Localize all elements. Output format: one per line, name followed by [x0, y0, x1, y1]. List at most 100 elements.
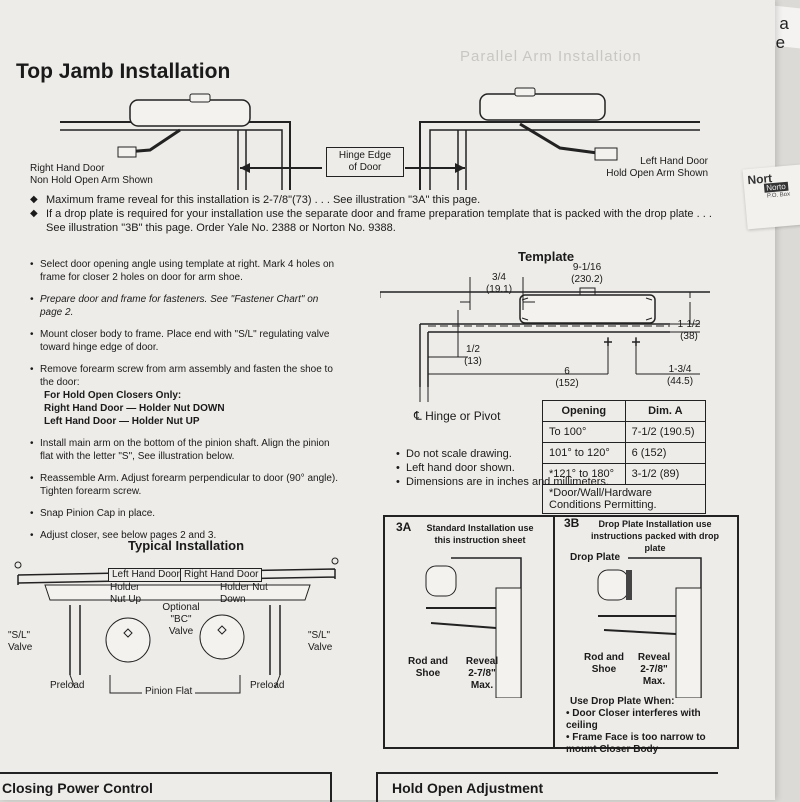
panel-3b-reveal-label: Reveal 2-7/8" Max.	[637, 652, 671, 687]
panel-3b-tag: 3B	[564, 516, 580, 530]
top-jamb-illustration	[60, 87, 700, 190]
hold-open-instructions: For Hold Open Closers Only: Right Hand D…	[44, 390, 225, 427]
typical-installation-title: Typical Installation	[128, 538, 245, 553]
hold-open-heading: Hold Open Adjustment	[392, 780, 652, 800]
holder-nut-down-label: Holder Nut Down	[220, 582, 268, 605]
3b-rod	[598, 615, 677, 635]
panel-3a-title: Standard Installation use this instructi…	[426, 523, 534, 545]
illustration-panels	[383, 515, 739, 749]
left-hand-door-tag: Left Hand Door	[108, 568, 184, 582]
left-door-edge	[237, 130, 247, 190]
right-closer-body	[479, 93, 606, 121]
3a-closer	[425, 565, 457, 597]
hinge-edge-label: Hinge Edge of Door	[326, 147, 404, 177]
step-snap-cap: Snap Pinion Cap in place.	[22, 507, 342, 520]
right-door-edge	[457, 130, 467, 190]
pinion-flat-label: Pinion Flat	[142, 686, 196, 698]
bleed-through-text: Parallel Arm Installation	[460, 48, 642, 65]
panel-3b-drawing	[597, 557, 702, 698]
opening-dimension-table: Opening Dim. A To 100° 7-1/2 (190.5) 101…	[542, 400, 707, 514]
step-mount: Mount closer body to frame. Place end wi…	[22, 328, 342, 354]
left-frame-inner	[60, 129, 283, 190]
panel-3a-rod-label: Rod and Shoe	[408, 656, 448, 679]
left-closer-body	[129, 99, 251, 127]
table-footnote-row: *Door/Wall/Hardware Conditions Permittin…	[542, 484, 706, 514]
right-pinion-disc	[199, 614, 245, 660]
panel-3a-reveal-label: Reveal 2-7/8" Max.	[465, 656, 499, 691]
left-pivot	[14, 561, 22, 569]
step-select-angle: Select door opening angle using template…	[22, 258, 342, 284]
left-pinion-cap	[189, 93, 211, 103]
template-notes: Do not scale drawing. Left hand door sho…	[396, 447, 609, 489]
installation-steps: Select door opening angle using template…	[22, 258, 342, 551]
step-prepare: Prepare door and frame for fasteners. Se…	[22, 293, 342, 319]
note-drop-plate: If a drop plate is required for your ins…	[30, 207, 730, 235]
3a-rod	[426, 607, 497, 629]
hold-open-box	[376, 772, 718, 802]
sl-valve-label-right: "S/L" Valve	[308, 630, 333, 653]
brand-card: Nort Norto P.O. Box	[742, 162, 800, 230]
preload-leaders	[69, 674, 281, 689]
sl-valve-label-left: "S/L" Valve	[8, 630, 33, 653]
template-frame-ends	[380, 292, 691, 298]
preload-label-left: Preload	[50, 680, 85, 691]
step-remove-forearm: Remove forearm screw from arm assembly a…	[22, 363, 342, 428]
panel-3b-drop-plate-label: Drop Plate	[570, 552, 621, 563]
dim-3-4: 3/4 (19.1)	[485, 272, 513, 295]
template-drawing	[380, 277, 710, 402]
3b-door	[675, 587, 702, 698]
left-arm-shoe	[117, 146, 137, 158]
right-arm-shoe	[594, 147, 618, 161]
right-hand-door-tag: Right Hand Door	[180, 568, 263, 582]
step-adjust: Adjust closer, see below pages 2 and 3.	[22, 529, 342, 542]
closer-body-bottom-view	[44, 584, 311, 601]
optional-bc-valve-label: Optional "BC" Valve	[162, 602, 200, 637]
dim-6: 6 (152)	[555, 366, 579, 389]
holder-nut-up-label: Holder Nut Up	[110, 582, 142, 605]
table-row: To 100° 7-1/2 (190.5)	[542, 421, 707, 443]
dim-1-1-2: 1-1/2 (38)	[677, 319, 701, 342]
drop-plate-conditions: Use Drop Plate When: • Door Closer inter…	[566, 696, 706, 755]
template-door-hole-ticks	[607, 337, 637, 374]
closing-power-box	[0, 772, 332, 802]
panel-3b-title: Drop Plate Installation use instructions…	[590, 519, 719, 553]
right-hand-door-caption: Right Hand Door Non Hold Open Arm Shown	[30, 163, 153, 186]
left-hand-door-caption: Left Hand Door Hold Open Arm Shown	[606, 156, 708, 179]
right-arm	[519, 122, 606, 156]
template-mount-holes	[521, 297, 653, 321]
dim-9-1-16: 9-1/16 (230.2)	[571, 262, 603, 285]
template-dim-ticks	[469, 277, 524, 310]
right-pinion-cap	[514, 87, 536, 97]
table-header-row: Opening Dim. A	[542, 400, 707, 422]
3b-closer	[597, 569, 629, 601]
panel-3b-rod-label: Rod and Shoe	[584, 652, 624, 675]
typical-installation-drawing	[14, 557, 339, 694]
hinge-pivot-label: ℄ Hinge or Pivot	[414, 409, 501, 423]
installation-notes: Maximum frame reveal for this installati…	[30, 193, 730, 235]
right-frame-inner	[429, 129, 700, 190]
panel-divider	[553, 515, 555, 747]
preload-label-right: Preload	[250, 680, 285, 691]
dim-1-3-4: 1-3/4 (44.5)	[666, 364, 694, 387]
template-dim-right	[636, 302, 700, 375]
3a-door	[495, 587, 522, 698]
template-pinion-outline	[579, 287, 596, 295]
closer-arms	[69, 605, 281, 675]
pinion-stars	[123, 625, 227, 638]
instruction-sheet: Parallel Arm Installation Top Jamb Insta…	[0, 0, 775, 800]
3b-drop-plate	[626, 570, 632, 600]
template-closer-outline	[519, 294, 656, 324]
closing-power-heading: Closing Power Control	[0, 780, 262, 800]
right-pivot	[331, 557, 339, 565]
template-dim-half	[428, 310, 468, 358]
note-frame-reveal: Maximum frame reveal for this installati…	[30, 193, 730, 207]
page-title: Top Jamb Installation	[16, 60, 231, 83]
step-reassemble: Reassemble Arm. Adjust forearm perpendic…	[22, 472, 342, 498]
template-door-holes	[604, 338, 640, 346]
template-title: Template	[518, 249, 575, 264]
panel-3a-drawing	[425, 557, 522, 698]
template-hinge-lines	[419, 387, 429, 402]
panel-3a-tag: 3A	[396, 520, 412, 534]
template-frame-lines	[380, 291, 710, 387]
step-install-arm: Install main arm on the bottom of the pi…	[22, 437, 342, 463]
